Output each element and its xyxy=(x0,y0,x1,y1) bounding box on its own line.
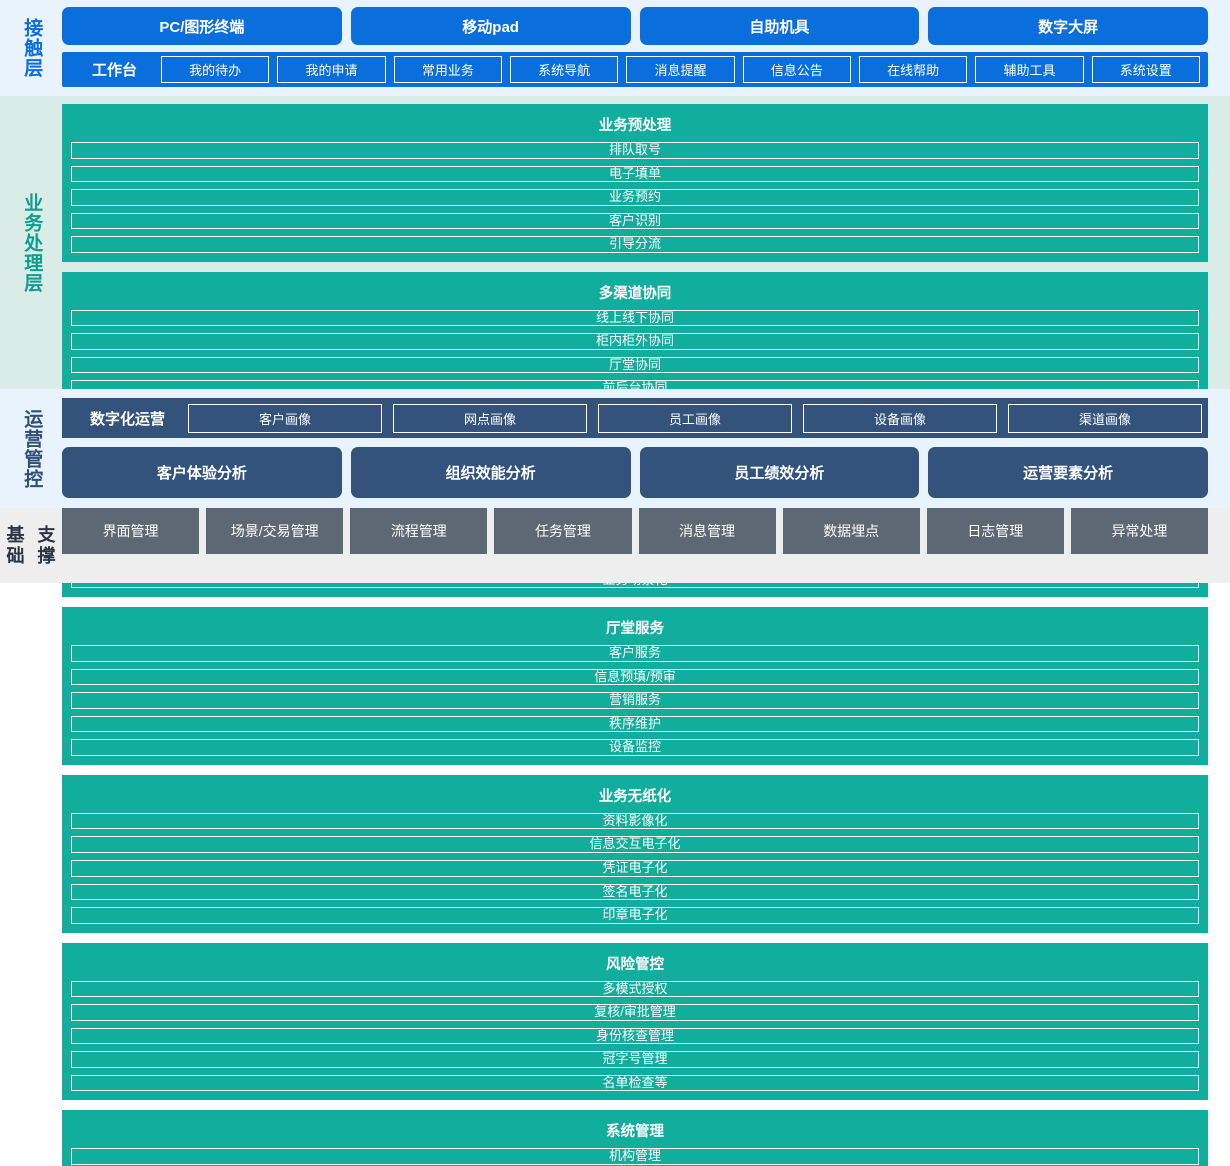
foundation-item[interactable]: 场景/交易管理 xyxy=(206,508,344,554)
layer-business-label: 业务处理层 xyxy=(21,192,43,293)
layer-foundation-body: 界面管理 场景/交易管理 流程管理 任务管理 消息管理 数据埋点 日志管理 异常… xyxy=(62,508,1230,583)
workbench-item[interactable]: 系统导航 xyxy=(510,56,619,83)
analysis-card[interactable]: 员工绩效分析 xyxy=(639,447,920,498)
portrait-item[interactable]: 客户画像 xyxy=(188,403,383,433)
layer-foundation: 基础 支撑 界面管理 场景/交易管理 流程管理 任务管理 消息管理 数据埋点 日… xyxy=(0,508,1230,583)
business-item[interactable]: 签名电子化 xyxy=(71,883,1199,901)
foundation-item[interactable]: 流程管理 xyxy=(350,508,488,554)
workbench-item[interactable]: 我的申请 xyxy=(277,56,386,83)
business-column: 业务无纸化 资料影像化 信息交互电子化 凭证电子化 签名电子化 印章电子化 xyxy=(62,774,1208,933)
business-item[interactable]: 柜内柜外协同 xyxy=(71,333,1199,350)
foundation-item[interactable]: 任务管理 xyxy=(494,508,632,554)
business-item[interactable]: 信息预填/预审 xyxy=(71,668,1199,686)
layer-operations-label: 运营管控 xyxy=(21,408,43,489)
business-item[interactable]: 厅堂协同 xyxy=(71,356,1199,374)
portrait-item[interactable]: 网点画像 xyxy=(393,403,588,433)
workbench-item[interactable]: 在线帮助 xyxy=(858,56,968,83)
business-column-title: 系统管理 xyxy=(606,1124,664,1141)
business-column: 厅堂服务 客户服务 信息预填/预审 营销服务 秩序维护 设备监控 xyxy=(62,607,1208,765)
layer-foundation-label: 基础 支撑 xyxy=(0,508,62,583)
analysis-card[interactable]: 组织效能分析 xyxy=(350,447,631,498)
business-column-title: 业务无纸化 xyxy=(598,788,672,805)
terminal-card[interactable]: 数字大屏 xyxy=(928,7,1208,45)
business-item[interactable]: 名单检查等 xyxy=(71,1074,1199,1092)
layer-business-body: 业务预处理 排队取号 电子填单 业务预约 客户识别 引导分流 多渠道协同 线上线… xyxy=(62,96,1230,1166)
business-column-title: 多渠道协同 xyxy=(598,285,672,302)
business-item[interactable]: 业务预约 xyxy=(71,189,1199,206)
business-column-title: 业务预处理 xyxy=(598,118,672,134)
analysis-row: 客户体验分析 组织效能分析 员工绩效分析 运营要素分析 xyxy=(62,447,1208,498)
business-item-list: 机构管理 用户管理 权限管理 设备管理 参数管理 xyxy=(71,1148,1199,1166)
business-column: 业务预处理 排队取号 电子填单 业务预约 客户识别 引导分流 xyxy=(62,104,1208,262)
foundation-item[interactable]: 日志管理 xyxy=(926,508,1064,554)
foundation-item-row: 界面管理 场景/交易管理 流程管理 任务管理 消息管理 数据埋点 日志管理 异常… xyxy=(62,508,1208,554)
workbench-row: 工作台 我的待办 我的申请 常用业务 系统导航 消息提醒 信息公告 在线帮助 辅… xyxy=(62,52,1208,87)
workbench-item[interactable]: 消息提醒 xyxy=(626,56,735,83)
business-item-list: 客户服务 信息预填/预审 营销服务 秩序维护 设备监控 xyxy=(71,645,1199,756)
foundation-item[interactable]: 界面管理 xyxy=(62,508,200,554)
business-item[interactable]: 机构管理 xyxy=(71,1148,1199,1165)
terminal-card[interactable]: PC/图形终端 xyxy=(62,7,342,45)
business-item[interactable]: 引导分流 xyxy=(71,236,1199,253)
workbench-item[interactable]: 系统设置 xyxy=(1091,56,1200,83)
business-item[interactable]: 排队取号 xyxy=(71,142,1199,159)
foundation-item[interactable]: 数据埋点 xyxy=(782,508,920,554)
business-item[interactable]: 凭证电子化 xyxy=(71,860,1199,877)
portrait-item[interactable]: 员工画像 xyxy=(598,403,793,433)
business-item[interactable]: 客户识别 xyxy=(71,212,1199,230)
business-item-list: 排队取号 电子填单 业务预约 客户识别 引导分流 xyxy=(71,142,1199,253)
business-item[interactable]: 复核/审批管理 xyxy=(71,1004,1199,1021)
terminal-card-row: PC/图形终端 移动pad 自助机具 数字大屏 xyxy=(62,7,1208,45)
portrait-item[interactable]: 渠道画像 xyxy=(1008,403,1203,433)
workbench-item[interactable]: 常用业务 xyxy=(393,56,502,83)
business-item-list: 多模式授权 复核/审批管理 身份核查管理 冠字号管理 名单检查等 xyxy=(71,980,1199,1092)
business-item[interactable]: 设备监控 xyxy=(71,739,1199,756)
digital-operations-row: 数字化运营 客户画像 网点画像 员工画像 设备画像 渠道画像 xyxy=(62,398,1208,438)
layer-operations-body: 数字化运营 客户画像 网点画像 员工画像 设备画像 渠道画像 客户体验分析 组织… xyxy=(62,389,1230,508)
workbench-item[interactable]: 我的待办 xyxy=(161,56,270,83)
business-item[interactable]: 秩序维护 xyxy=(71,715,1199,733)
layer-foundation-label-line1: 基础 xyxy=(6,525,25,566)
workbench-item[interactable]: 辅助工具 xyxy=(975,56,1084,83)
layer-operations: 运营管控 数字化运营 客户画像 网点画像 员工画像 设备画像 渠道画像 客户体验… xyxy=(0,389,1230,508)
business-item[interactable]: 资料影像化 xyxy=(71,812,1199,830)
analysis-card[interactable]: 运营要素分析 xyxy=(928,447,1208,498)
business-column-title: 风险管控 xyxy=(606,956,664,973)
terminal-card[interactable]: 移动pad xyxy=(350,7,631,45)
business-item[interactable]: 身份核查管理 xyxy=(71,1027,1199,1045)
business-item[interactable]: 营销服务 xyxy=(71,692,1199,709)
workbench-title: 工作台 xyxy=(92,62,138,79)
business-column: 风险管控 多模式授权 复核/审批管理 身份核查管理 冠字号管理 名单检查等 xyxy=(62,942,1208,1101)
business-item-list: 资料影像化 信息交互电子化 凭证电子化 签名电子化 印章电子化 xyxy=(71,812,1199,924)
business-item[interactable]: 多模式授权 xyxy=(71,980,1199,998)
layer-business: 业务处理层 业务预处理 排队取号 电子填单 业务预约 客户识别 引导分流 多渠道… xyxy=(0,96,1230,1166)
business-item[interactable]: 信息交互电子化 xyxy=(71,836,1199,854)
business-item[interactable]: 冠字号管理 xyxy=(71,1051,1199,1068)
digital-operations-title: 数字化运营 xyxy=(90,410,166,428)
business-column-title: 厅堂服务 xyxy=(606,621,664,638)
portrait-item[interactable]: 设备画像 xyxy=(803,403,998,433)
foundation-item[interactable]: 消息管理 xyxy=(638,508,776,554)
workbench-item[interactable]: 信息公告 xyxy=(742,56,851,83)
foundation-item[interactable]: 异常处理 xyxy=(1070,508,1208,554)
layer-foundation-label-line2: 支撑 xyxy=(37,525,56,566)
business-item[interactable]: 印章电子化 xyxy=(71,907,1199,924)
analysis-card[interactable]: 客户体验分析 xyxy=(62,447,342,498)
business-item[interactable]: 电子填单 xyxy=(71,165,1199,183)
business-item[interactable]: 客户服务 xyxy=(71,645,1199,662)
business-item[interactable]: 线上线下协同 xyxy=(71,309,1199,327)
layer-touch-body: PC/图形终端 移动pad 自助机具 数字大屏 工作台 我的待办 我的申请 常用… xyxy=(62,0,1230,96)
business-column: 系统管理 机构管理 用户管理 权限管理 设备管理 参数管理 xyxy=(62,1110,1208,1166)
terminal-card[interactable]: 自助机具 xyxy=(639,7,920,45)
layer-touch: 接触层 PC/图形终端 移动pad 自助机具 数字大屏 工作台 我的待办 我的申… xyxy=(0,0,1230,96)
layer-touch-label: 接触层 xyxy=(21,18,43,78)
